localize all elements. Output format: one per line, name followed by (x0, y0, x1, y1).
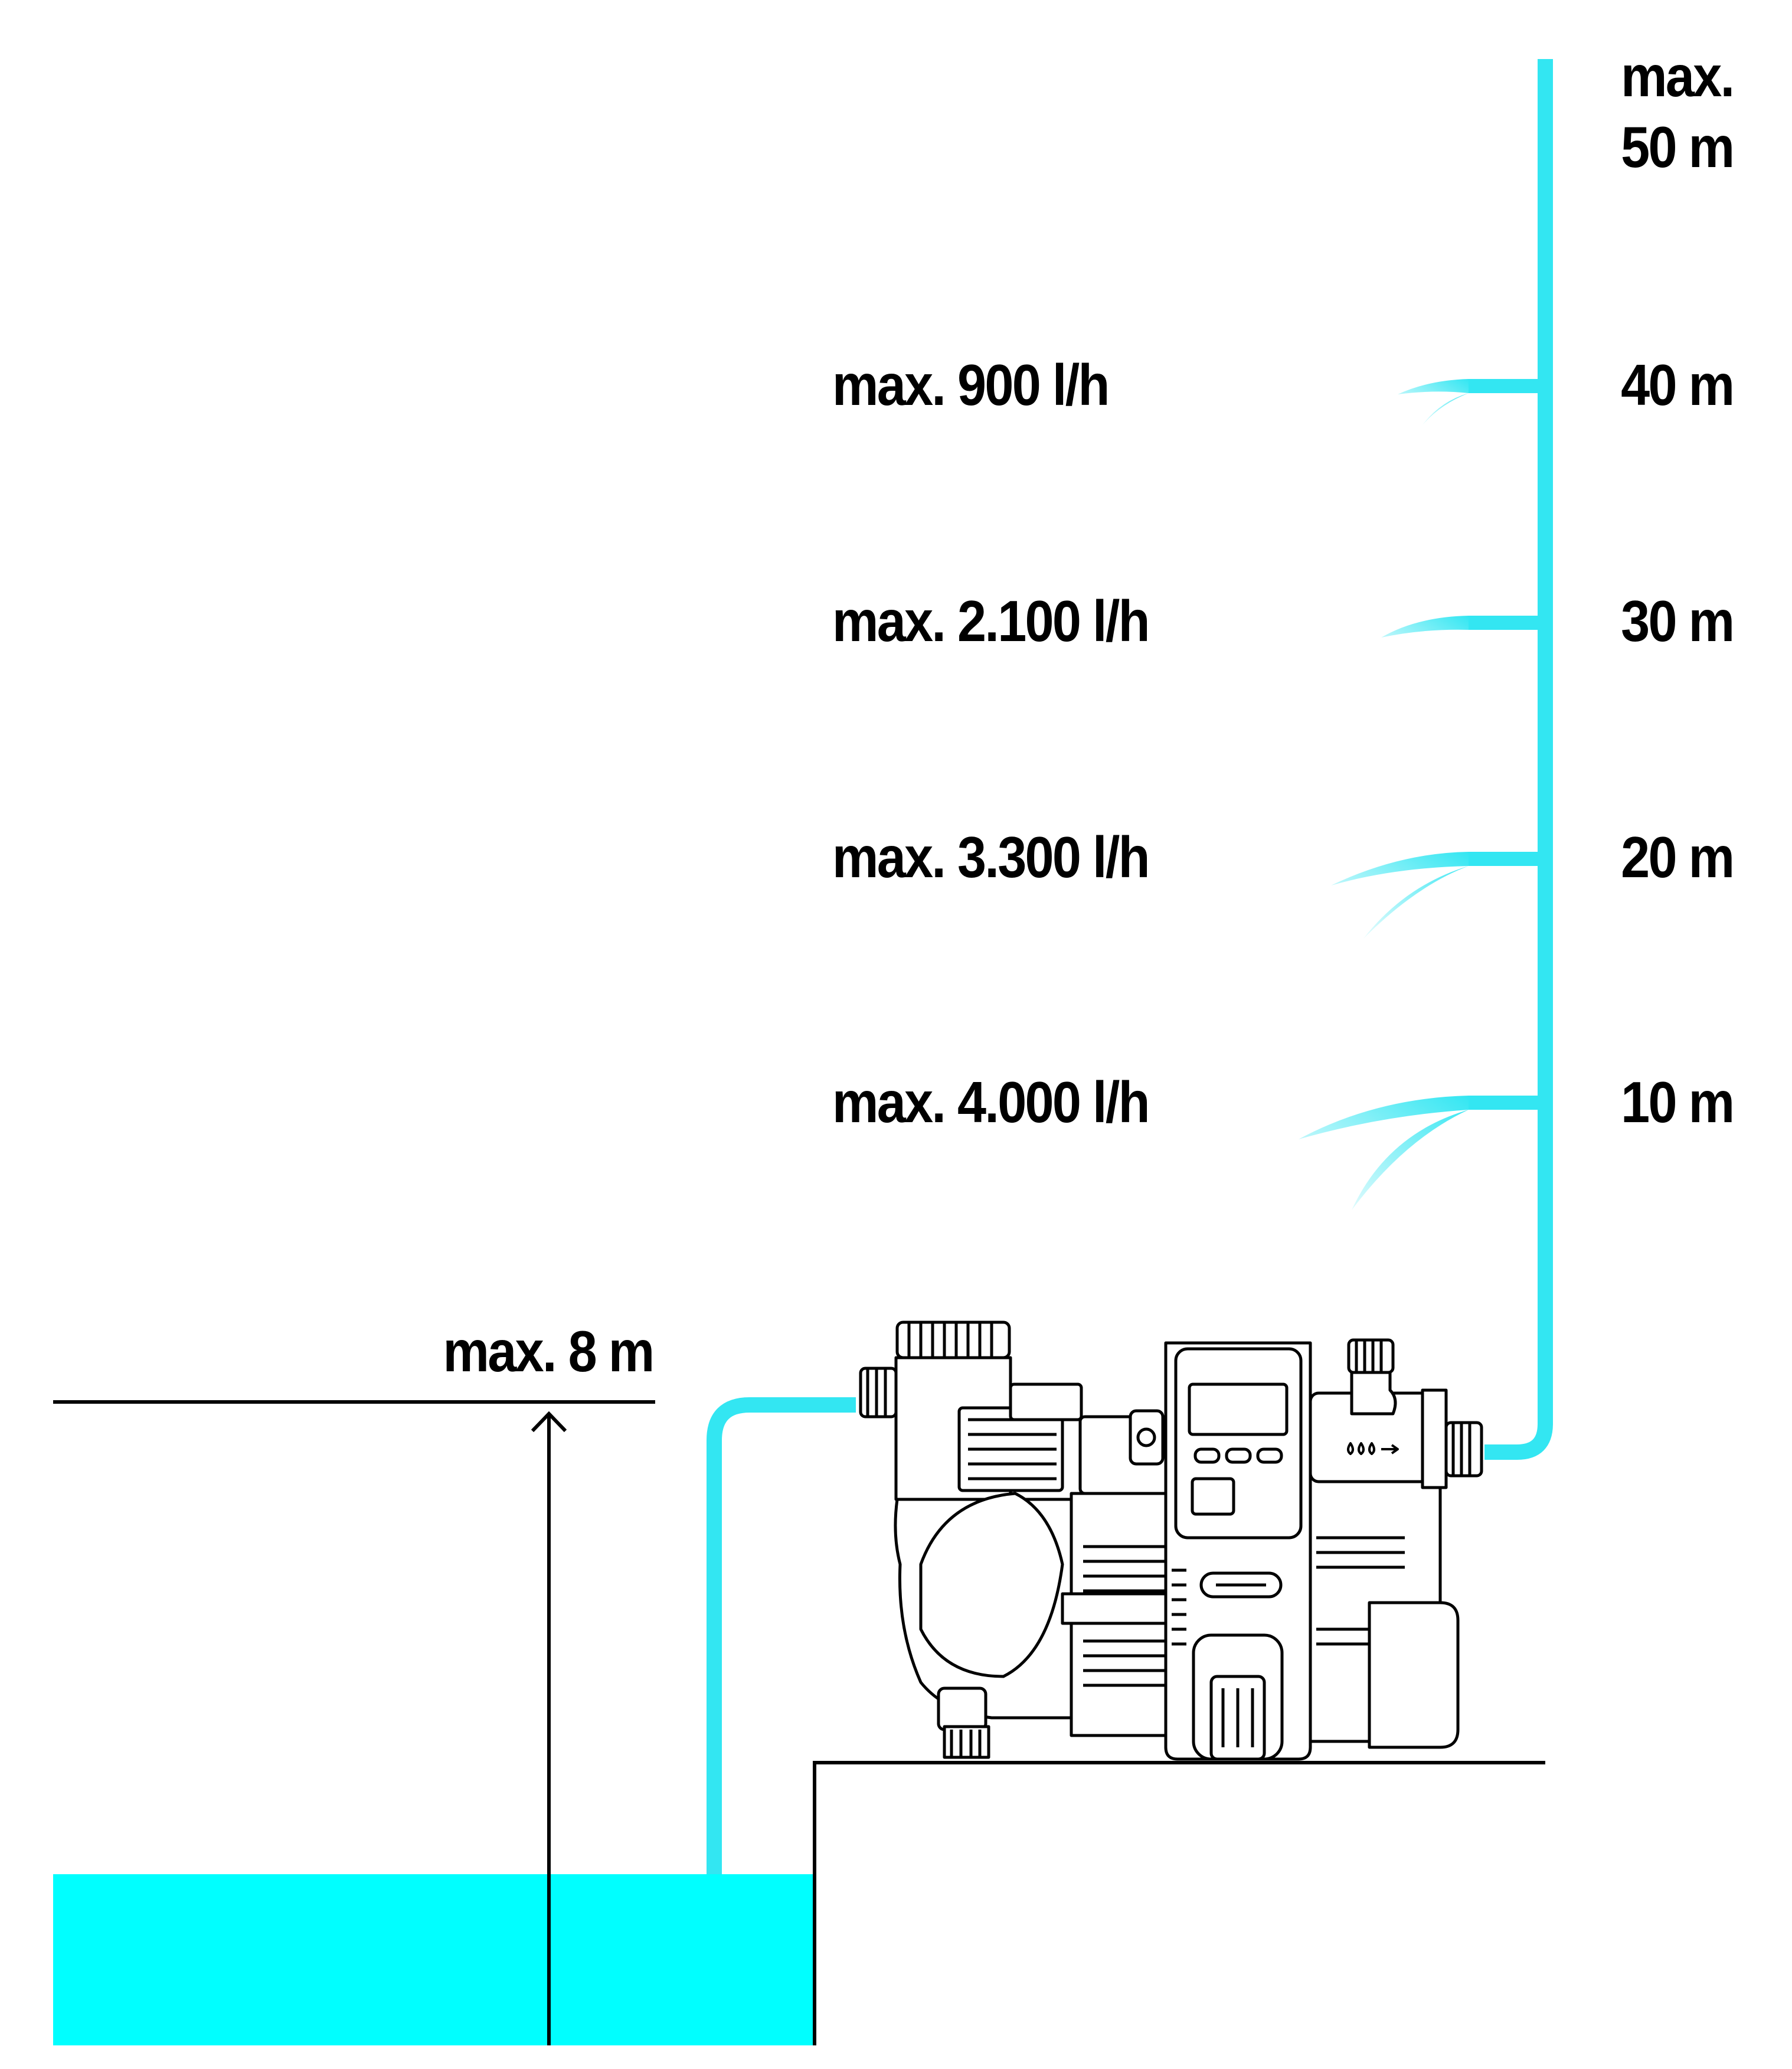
spray-20m (1331, 852, 1469, 939)
discharge-pipe (1484, 59, 1553, 1460)
spray-40m (1398, 379, 1469, 425)
flow-label-40m: max. 900 l/h (832, 352, 1110, 417)
spray-30m (1381, 616, 1469, 673)
suction-height-label: max. 8 m (443, 1319, 655, 1384)
flow-label-10m: max. 4.000 l/h (832, 1070, 1150, 1135)
water-reservoir (53, 1874, 815, 2045)
outlet-stub-30m (1469, 616, 1539, 630)
ground-ledge (813, 1761, 1545, 2045)
max-height-label-line1: max. (1620, 44, 1735, 109)
height-label-10m: 10 m (1620, 1070, 1735, 1135)
height-label-30m: 30 m (1620, 589, 1735, 653)
outlet-stub-20m (1469, 852, 1539, 866)
height-label-40m: 40 m (1620, 352, 1735, 417)
suction-hose (707, 1397, 856, 1874)
max-height-label-line2: 50 m (1620, 115, 1735, 179)
height-label-20m: 20 m (1620, 825, 1735, 890)
flow-label-20m: max. 3.300 l/h (832, 825, 1150, 890)
pump-display-icon (1188, 1382, 1289, 1436)
outlet-stub-10m (1469, 1096, 1539, 1110)
water-drops-arrow-icon (1347, 1442, 1399, 1455)
suction-height-arrow (531, 1411, 567, 2045)
spray-10m (1299, 1096, 1469, 1210)
outlet-stub-40m (1469, 379, 1539, 393)
garden-pump-icon (859, 1321, 1483, 1761)
flow-label-30m: max. 2.100 l/h (832, 589, 1150, 653)
